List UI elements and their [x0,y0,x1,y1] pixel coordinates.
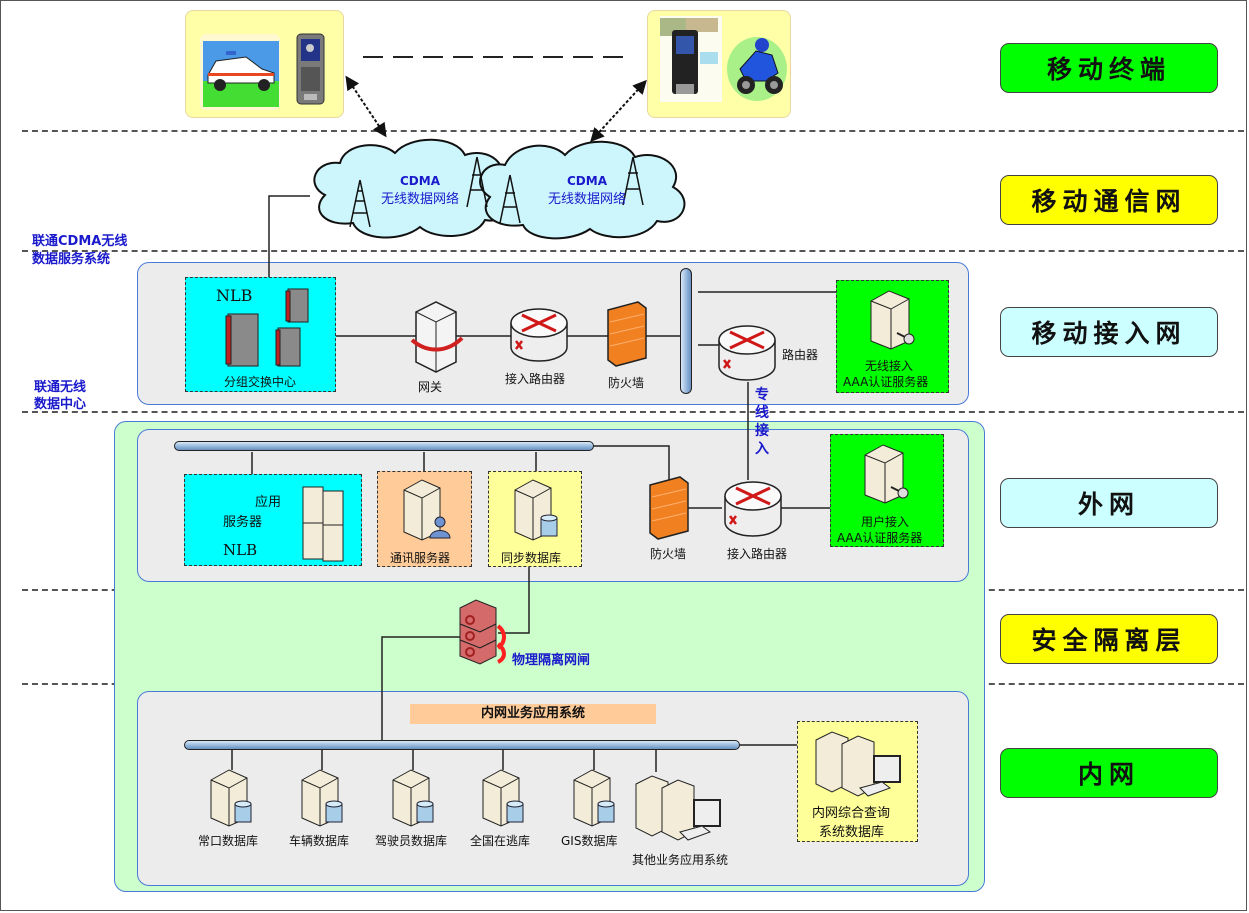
dedicated-line-char: 入 [755,441,769,457]
intranet-database-server: GIS数据库 [561,768,622,848]
server-user-icon [403,479,451,541]
layer-badge-mobile-comm-network: 移动通信网 [1000,175,1218,225]
database-server-icon [210,769,252,827]
cloud-left-title: CDMA [400,174,441,188]
comm-server-label: 通讯服务器 [390,551,451,565]
extranet-firewall-label: 防火墙 [650,547,687,561]
layer-separator [22,411,1244,413]
gateway-label: 网关 [418,380,443,394]
database-server-icon [392,769,434,827]
data-center-label-line1: 联通无线 [34,380,87,395]
terminal-handheld-motorcycle [647,10,791,118]
mainframe-server-icon [225,288,309,367]
extranet-bus [174,441,594,451]
app-server-line2: 服务器 [223,515,263,530]
other-systems-icon [635,775,721,841]
sync-database: 同步数据库 [488,471,582,567]
user-aaa-line2: AAA认证服务器 [837,531,923,545]
cell-tower-icon [349,156,644,228]
firewall-label: 防火墙 [608,376,645,390]
extranet-access-router-icon [724,481,782,537]
intranet-title: 内网业务应用系统 [480,706,585,721]
query-system-icon [815,731,901,797]
access-router-icon [510,308,568,362]
layer-badge-security-isolation: 安全隔离层 [1000,614,1218,664]
other-systems-label: 其他业务应用系统 [632,853,729,867]
police-car-icon [200,34,280,110]
dedicated-line-label: 专 线 接 入 [755,386,769,458]
extranet-firewall-icon [649,476,689,540]
dedicated-line-char: 专 [755,387,769,403]
wireless-aaa-line2: AAA认证服务器 [843,375,929,389]
packet-switch-center: NLB 分组交换中心 [185,277,336,392]
cloud-right [479,140,686,240]
intranet-database-server: 常口数据库 [198,768,259,848]
query-db-line2: 系统数据库 [819,825,885,840]
mobile-phone-icon [296,33,325,105]
intranet-query-database: 内网综合查询 系统数据库 [797,721,918,842]
database-server-icon [301,769,343,827]
dedicated-line-char: 线 [755,405,769,421]
intranet-title-bar: 内网业务应用系统 [410,704,656,724]
gatekeeper-label: 物理隔离网闸 [512,653,591,668]
wireless-aaa-server: 无线接入 AAA认证服务器 [836,280,949,393]
intranet-database-server: 驾驶员数据库 [375,768,447,848]
app-server-cluster: 应用 服务器 NLB [184,474,362,566]
app-server-line1: 应用 [255,495,282,510]
cloud-left-subtitle: 无线数据网络 [381,191,459,207]
intranet-database-label: 全国在逃库 [470,834,531,848]
cloud-to-packet-switch-line [268,195,310,278]
intranet-database-server: 全国在逃库 [470,768,531,848]
cdma-clouds: CDMA 无线数据网络 CDMA 无线数据网络 [313,138,686,240]
sync-database-label: 同步数据库 [501,551,562,565]
police-motorcycle-icon [727,37,787,101]
database-server-icon [482,769,524,827]
layer-badge-mobile-terminal: 移动终端 [1000,43,1218,93]
dedicated-line-char: 接 [755,423,769,439]
layer-badge-intranet: 内网 [1000,748,1218,798]
handheld-terminal-icon [660,16,722,102]
user-aaa-server: 用户接入 AAA认证服务器 [830,434,944,547]
packet-switch-label: 分组交换中心 [224,375,297,389]
layer-badge-mobile-access-network: 移动接入网 [1000,307,1218,357]
cloud-right-subtitle: 无线数据网络 [548,191,626,207]
comm-server: 通讯服务器 [377,471,472,567]
server-key-icon [870,290,915,350]
cdma-service-label-line2: 数据服务系统 [32,252,111,267]
wireless-aaa-line1: 无线接入 [865,359,914,373]
terminal-cloud-arrow-left [345,75,387,138]
cdma-service-label-line1: 联通CDMA无线 [32,234,128,249]
intranet-database-label: 车辆数据库 [289,834,350,848]
layer-separator [22,250,1244,252]
server-key-icon [864,444,909,504]
router-icon [718,325,776,381]
firewall-icon [607,301,647,367]
intranet-database-server: 车辆数据库 [289,768,350,848]
database-server-icon [573,769,615,827]
intranet-database-label: GIS数据库 [561,834,618,848]
server-cluster-icon [302,486,344,562]
cloud-right-title: CDMA [567,174,608,188]
terminal-car-phone [185,10,344,118]
intranet-database-label: 常口数据库 [198,834,259,848]
database-server-icon [514,479,558,541]
layer-badge-extranet: 外网 [1000,478,1218,528]
intranet-bus [184,740,740,750]
packet-switch-nlb: NLB [216,286,253,305]
terminal-cloud-arrow-right [590,79,647,143]
gateway-icon [410,301,464,373]
intranet-database-label: 驾驶员数据库 [375,834,448,848]
access-router-label: 接入路由器 [505,372,566,386]
app-server-nlb: NLB [223,541,258,559]
access-backbone-bus [680,268,692,394]
user-aaa-line1: 用户接入 [861,515,910,529]
physical-gatekeeper-icon [459,599,506,665]
query-db-line1: 内网综合查询 [812,806,891,821]
router-label: 路由器 [782,348,819,362]
extranet-access-router-label: 接入路由器 [727,547,788,561]
data-center-label-line2: 数据中心 [34,397,87,412]
